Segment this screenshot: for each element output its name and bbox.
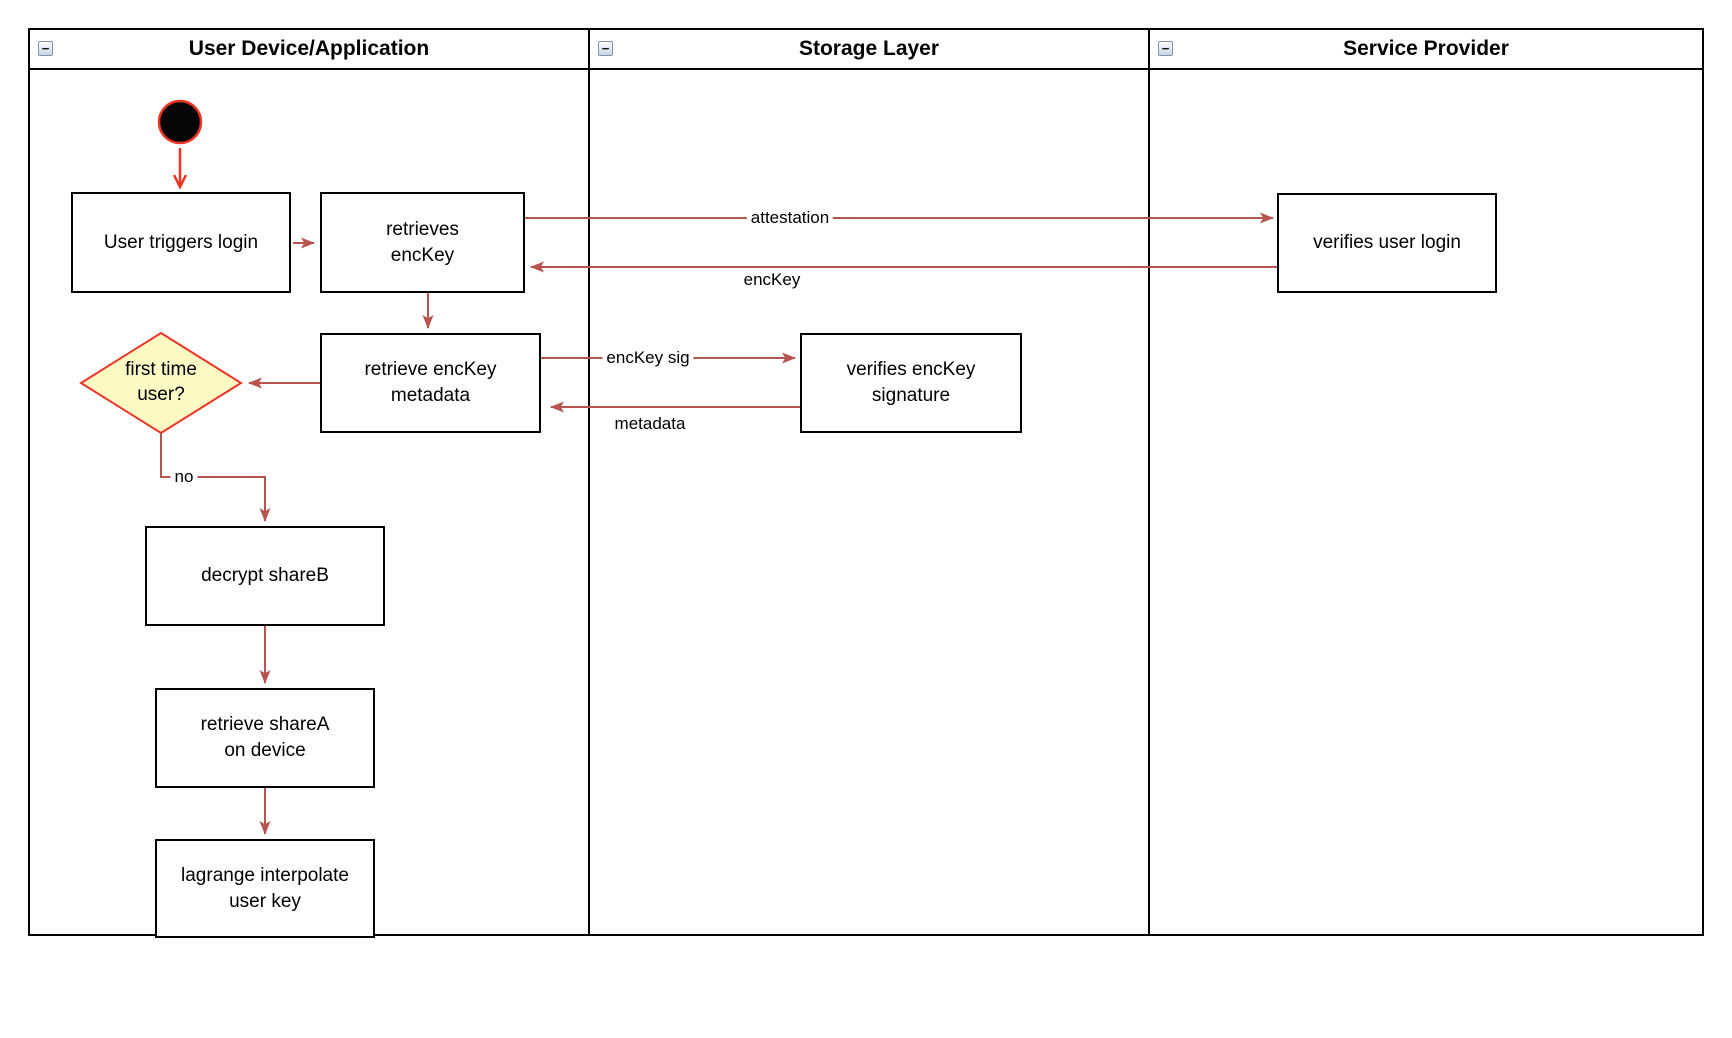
collapse-minus-icon[interactable]: − <box>38 41 53 56</box>
lane-header-storage-layer: − Storage Layer <box>590 30 1148 70</box>
decision-first-time-user[interactable] <box>79 331 243 435</box>
lane-storage-layer: − Storage Layer <box>588 30 1148 934</box>
lane-service-provider: − Service Provider <box>1148 30 1702 934</box>
lane-header-service-provider: − Service Provider <box>1150 30 1702 70</box>
edge-label-enckey: encKey <box>739 270 805 290</box>
lane-title-service-provider: Service Provider <box>1343 37 1509 60</box>
node-verifies-user-login[interactable]: verifies user login <box>1277 193 1497 293</box>
node-decrypt-shareb[interactable]: decrypt shareB <box>145 526 385 626</box>
collapse-minus-icon[interactable]: − <box>1158 41 1173 56</box>
edge-label-enckey-sig: encKey sig <box>602 348 694 368</box>
lane-title-storage-layer: Storage Layer <box>798 37 940 60</box>
collapse-minus-icon[interactable]: − <box>598 41 613 56</box>
node-retrieve-enckey-metadata[interactable]: retrieve encKey metadata <box>320 333 541 433</box>
node-retrieve-sharea[interactable]: retrieve shareA on device <box>155 688 375 788</box>
lane-header-user-device: − User Device/Application <box>30 30 588 70</box>
swimlane-pool: − User Device/Application − Storage Laye… <box>28 28 1704 936</box>
node-verifies-enckey-signature[interactable]: verifies encKey signature <box>800 333 1022 433</box>
lane-title-user-device: User Device/Application <box>188 37 430 60</box>
edge-label-attestation: attestation <box>746 208 834 228</box>
node-lagrange-interpolate[interactable]: lagrange interpolate user key <box>155 839 375 938</box>
node-user-triggers-login[interactable]: User triggers login <box>71 192 291 293</box>
lane-user-device: − User Device/Application <box>30 30 588 934</box>
initial-node[interactable] <box>157 99 203 145</box>
decision-label-first-time-user: first time user? <box>125 359 197 405</box>
edge-label-metadata: metadata <box>610 414 690 434</box>
edge-label-no: no <box>170 467 198 487</box>
node-retrieves-enckey[interactable]: retrieves encKey <box>320 192 525 293</box>
